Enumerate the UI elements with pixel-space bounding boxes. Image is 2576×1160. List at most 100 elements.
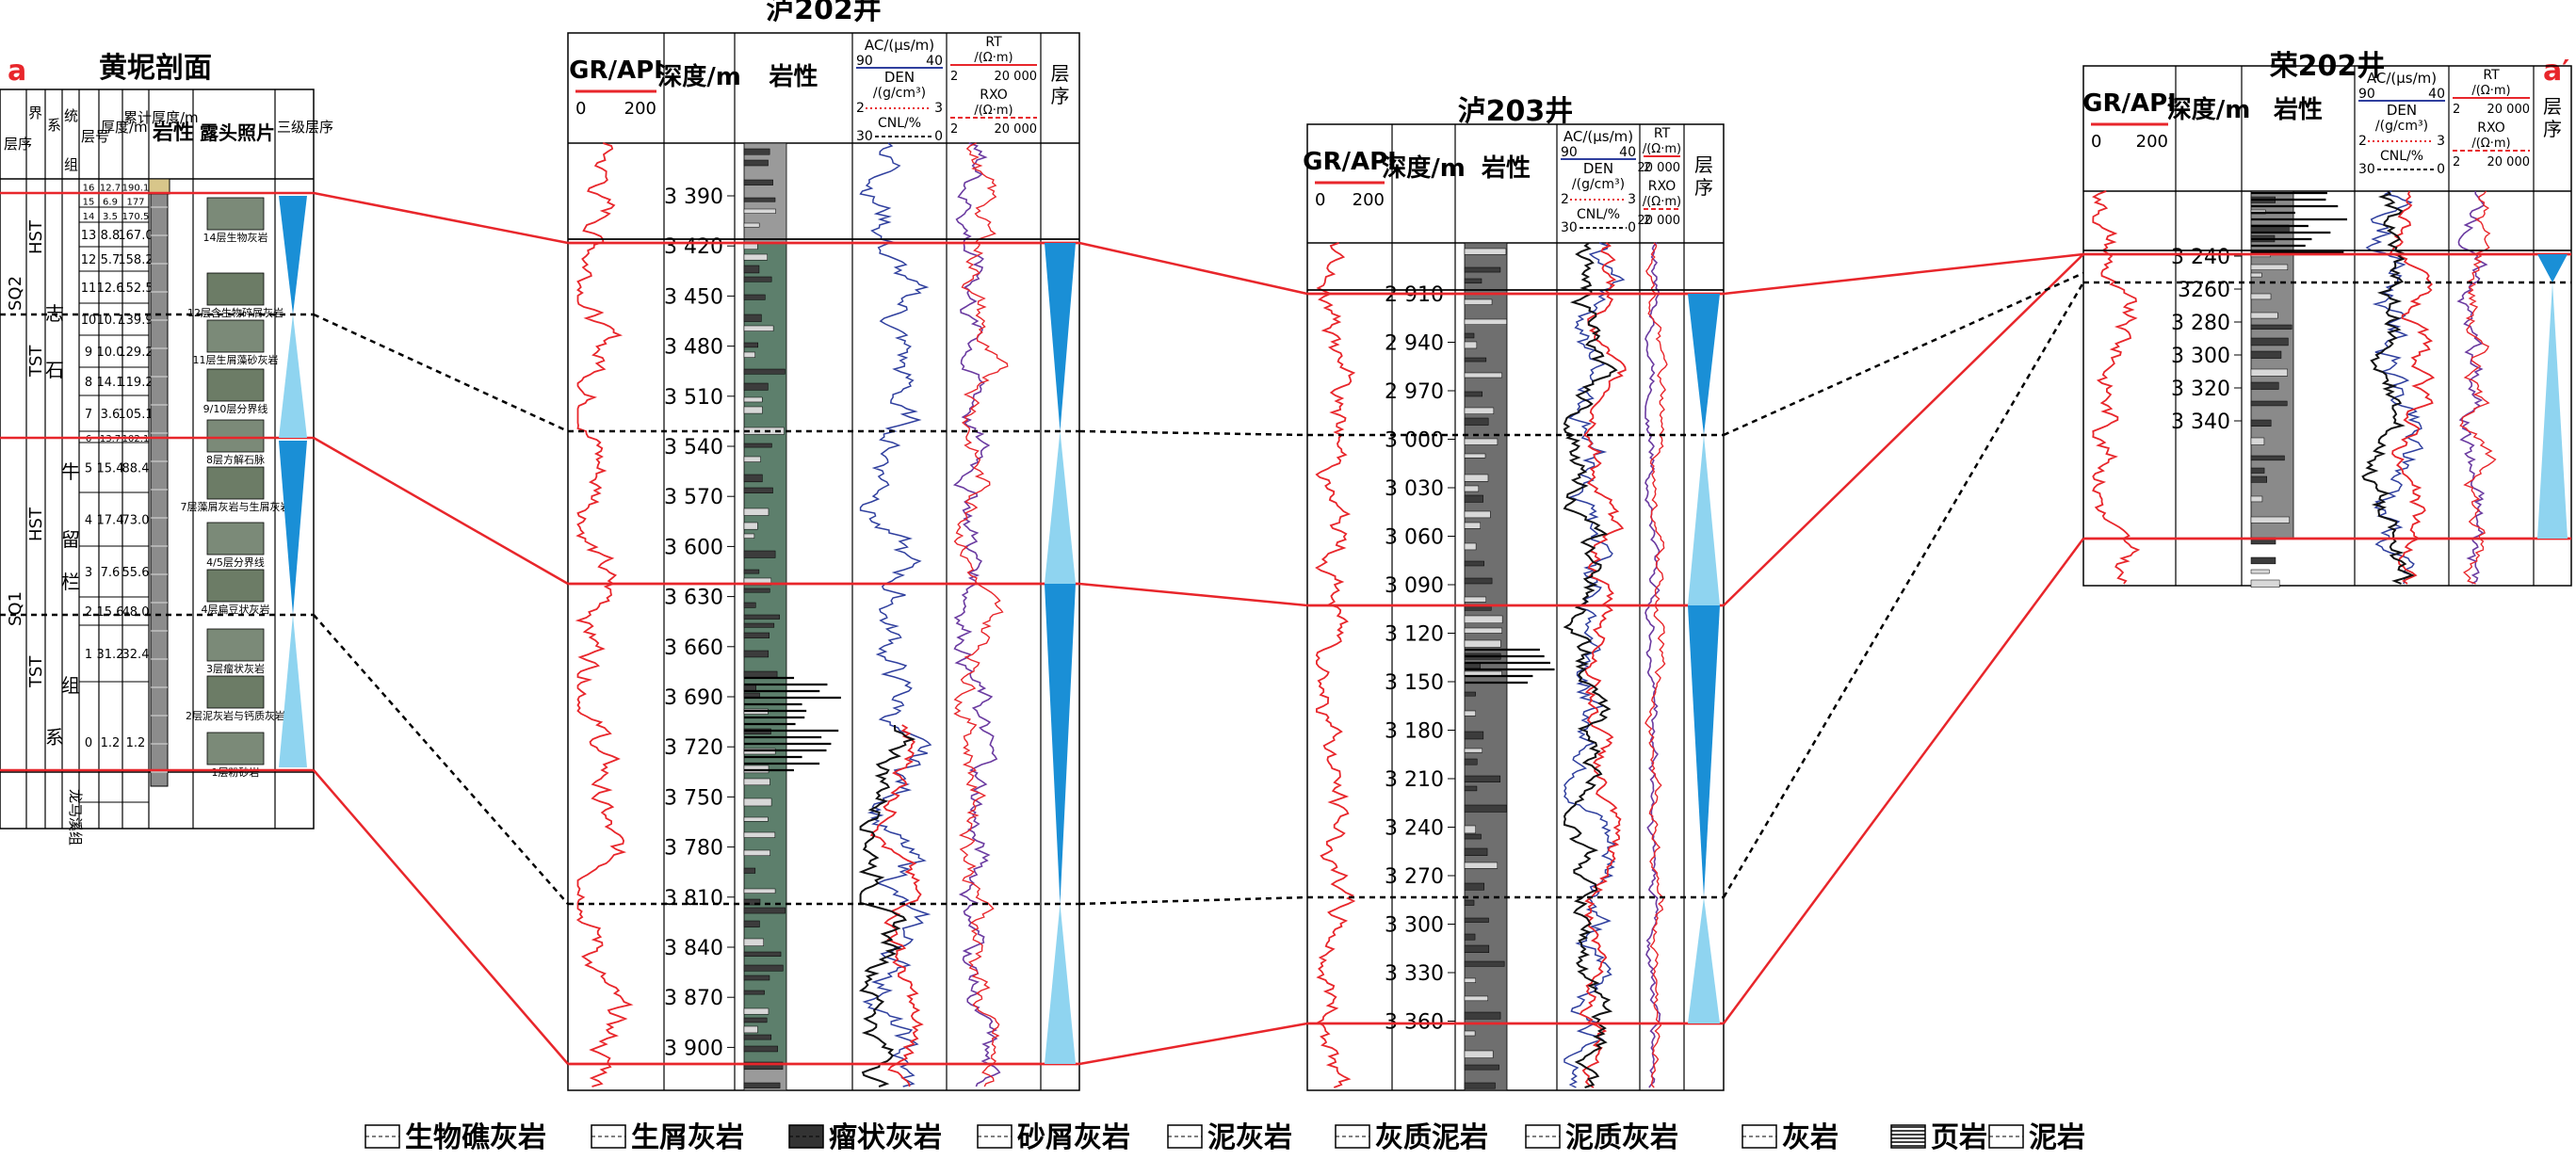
depth-tick: 3 280 — [2171, 312, 2230, 335]
rxo-scale-min: 2 — [950, 122, 958, 137]
bed-number: 10 — [81, 314, 97, 328]
bed-number: 2 — [85, 605, 92, 620]
depth-tick: 3 270 — [1385, 865, 1444, 889]
gr-header: GR/API — [1303, 148, 1397, 176]
bed-number: 15 — [83, 198, 95, 208]
den-scale-max: 3 — [2437, 134, 2445, 149]
bed-thickness: 14.1 — [97, 376, 124, 390]
depth-tick: 2 970 — [1385, 380, 1444, 404]
depth-tick: 3 000 — [1385, 429, 1444, 453]
depth-tick: 3 320 — [2171, 378, 2230, 401]
depth-tick: 3 870 — [664, 987, 723, 1010]
legend-label: 泥质灰岩 — [1565, 1121, 1678, 1154]
outcrop-photo — [206, 522, 265, 556]
bed-number: 9 — [85, 346, 92, 360]
outcrop-header-erathem: 界 — [28, 105, 42, 121]
outcrop-column: 黄坭剖面 层序 界 系 统 组 层号 厚度/m 累计厚度/m 岩性 露头照片 三… — [0, 52, 333, 846]
bed-cumulative: 139.9 — [118, 314, 153, 328]
depth-tick: 3 660 — [664, 636, 723, 660]
rt-header: RT — [1654, 126, 1671, 141]
bed-number: 1 — [85, 648, 92, 662]
outcrop-photo — [206, 272, 265, 306]
bed-number: 13 — [81, 229, 97, 243]
rt-scale-min: 2 — [1644, 161, 1651, 175]
legend-label: 生物礁灰岩 — [405, 1121, 546, 1154]
depth-tick: 3 570 — [664, 486, 723, 509]
bed-cumulative: 177 — [126, 198, 144, 208]
depth-tick: 3 300 — [2171, 345, 2230, 368]
sequence-header: 层 — [1051, 62, 1070, 85]
photo-caption: 12层含生物碎屑灰岩 — [187, 306, 284, 319]
depth-tick: 3 210 — [1385, 768, 1444, 792]
rxo-scale-max: 20 000 — [2487, 155, 2531, 169]
outcrop-photo — [206, 319, 265, 353]
ac-header: AC/(μs/m) — [865, 37, 934, 54]
ac-header: AC/(μs/m) — [2367, 70, 2437, 87]
bed-cumulative: 88.4 — [122, 462, 150, 476]
photo-caption: 7层藻屑灰岩与生屑灰岩 — [181, 500, 291, 513]
rt-scale-min: 2 — [950, 70, 958, 84]
rxo-header: RXO — [980, 88, 1007, 103]
ac-scale-max: 40 — [926, 54, 943, 69]
photo-caption: 9/10层分界线 — [203, 402, 268, 415]
den-header: DEN — [1583, 160, 1613, 177]
bed-thickness: 31.2 — [97, 648, 124, 662]
bed-thickness: 3.5 — [103, 212, 118, 222]
bed-thickness: 15.4 — [97, 462, 124, 476]
depth-tick: 3 180 — [1385, 720, 1444, 744]
bed-thickness: 7.6 — [101, 566, 121, 580]
photo-caption: 1层粉砂岩 — [212, 765, 260, 779]
lithology-header: 岩性 — [768, 63, 818, 91]
bed-cumulative: 158.2 — [118, 253, 153, 267]
outcrop-photo — [206, 466, 265, 500]
tract-hst-1: HST — [26, 219, 46, 254]
depth-header: 深度/m — [2167, 95, 2251, 124]
ac-scale-min: 90 — [2358, 87, 2375, 102]
den-unit: /(g/cm³) — [2375, 119, 2428, 134]
strata-formation-4: 组 — [61, 674, 80, 697]
gr-scale-min: 0 — [1315, 190, 1325, 210]
outcrop-header-system: 系 — [47, 117, 61, 134]
den-scale-min: 2 — [2358, 134, 2367, 149]
strata-formation-1: 牛 — [61, 460, 80, 483]
depth-tick: 3 900 — [664, 1037, 723, 1060]
depth-tick: 3 630 — [664, 587, 723, 610]
gr-scale-max: 200 — [2136, 132, 2168, 152]
sequence-header-2: 序 — [1051, 85, 1070, 107]
den-scale-min: 2 — [856, 101, 865, 116]
photo-caption: 14层生物灰岩 — [203, 231, 268, 244]
bed-thickness: 10.7 — [97, 314, 124, 328]
outcrop-header-formation: 组 — [64, 156, 78, 173]
ac-header: AC/(μs/m) — [1563, 128, 1633, 145]
outcrop-header-third-order: 三级层序 — [277, 119, 333, 136]
strata-system: 石 — [45, 359, 64, 381]
bed-thickness: 10.0 — [97, 346, 124, 360]
cnl-scale-max: 0 — [1628, 220, 1636, 235]
bed-cumulative: 190.1 — [122, 184, 150, 194]
tract-hst-2: HST — [26, 507, 46, 541]
bed-number: 11 — [81, 282, 97, 296]
rt-header: RT — [985, 35, 1002, 50]
ac-scale-max: 40 — [2428, 87, 2445, 102]
well-title: 泸202井 — [766, 0, 882, 26]
strata-formation-3: 栏 — [61, 571, 80, 593]
rt-scale-max: 20 000 — [995, 70, 1038, 84]
gr-header: GR/API — [569, 56, 663, 85]
photo-caption: 11层生屑藻砂灰岩 — [193, 353, 279, 366]
bed-cumulative: 55.6 — [122, 566, 150, 580]
cnl-scale-max: 0 — [934, 129, 943, 144]
well-title: 荣202井 — [2270, 50, 2386, 83]
bed-thickness: 13.7 — [100, 434, 121, 444]
cnl-scale-min: 30 — [856, 129, 873, 144]
rt-unit: /(Ω·m) — [974, 51, 1013, 65]
bed-number: 6 — [86, 434, 91, 444]
legend-label: 页岩 — [1931, 1121, 1987, 1154]
bed-number: 12 — [81, 253, 97, 267]
bed-cumulative: 129.2 — [118, 346, 153, 360]
outcrop-photo — [206, 628, 265, 662]
bed-cumulative: 102.1 — [122, 434, 150, 444]
outcrop-title: 黄坭剖面 — [99, 52, 212, 85]
strata-lower: 龙马溪组 — [67, 789, 84, 846]
